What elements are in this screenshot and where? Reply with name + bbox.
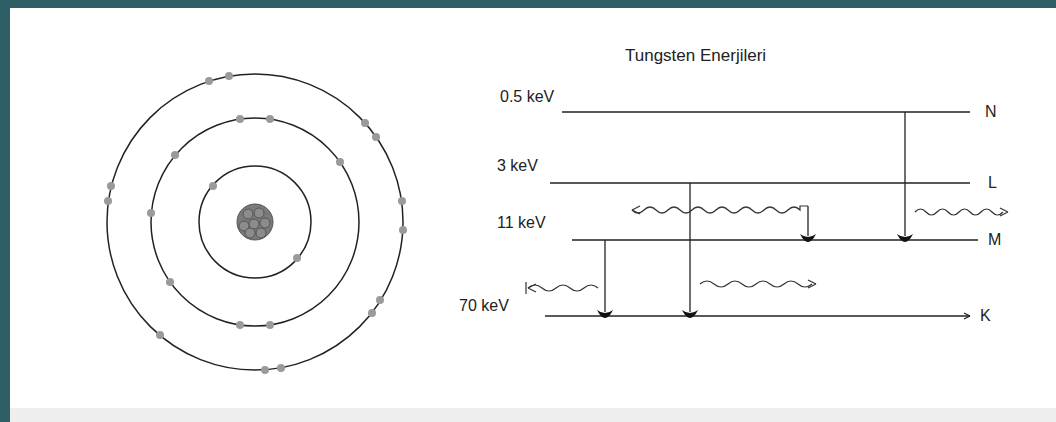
energy-value: 3 keV bbox=[497, 157, 538, 175]
energy-value: 11 keV bbox=[497, 214, 546, 232]
shell-name: N bbox=[985, 103, 997, 121]
electron bbox=[225, 72, 233, 80]
transition-heads bbox=[597, 234, 913, 318]
orbit bbox=[151, 118, 359, 326]
transition-line bbox=[807, 206, 808, 236]
electron bbox=[166, 278, 174, 286]
photon-head bbox=[632, 206, 640, 214]
diagram-title: Tungsten Enerjileri bbox=[625, 47, 766, 66]
electron bbox=[398, 197, 406, 205]
electron bbox=[205, 77, 213, 85]
nucleon bbox=[260, 218, 270, 228]
electron bbox=[104, 197, 112, 205]
transition-head bbox=[897, 234, 913, 242]
frame-shadow bbox=[10, 408, 1056, 422]
frame-bar bbox=[0, 0, 1056, 8]
electron bbox=[266, 321, 274, 329]
nucleon bbox=[249, 219, 259, 229]
nucleon bbox=[254, 208, 264, 218]
transition-head bbox=[597, 310, 613, 318]
nucleon bbox=[245, 228, 255, 238]
photon-wave bbox=[528, 285, 598, 291]
transition-head bbox=[682, 310, 698, 318]
electron bbox=[361, 119, 369, 127]
electron bbox=[236, 115, 244, 123]
orbit bbox=[107, 74, 403, 370]
electron bbox=[266, 115, 274, 123]
photon-head bbox=[526, 282, 536, 294]
transition-line bbox=[604, 240, 605, 312]
electron bbox=[399, 226, 407, 234]
shell-name: L bbox=[988, 174, 997, 192]
energy-value: 0.5 keV bbox=[500, 88, 554, 106]
photon-wave bbox=[632, 206, 808, 213]
frame-bar bbox=[0, 0, 10, 422]
nucleus bbox=[237, 204, 273, 240]
nucleon bbox=[243, 209, 253, 219]
electrons bbox=[104, 72, 407, 374]
electron bbox=[156, 331, 164, 339]
shell-name: K bbox=[980, 307, 991, 325]
electron bbox=[171, 151, 179, 159]
photon-wave bbox=[700, 281, 812, 287]
photon-head bbox=[1000, 208, 1008, 216]
arrow-tip bbox=[964, 313, 970, 319]
level-line bbox=[572, 239, 978, 240]
electron bbox=[336, 158, 344, 166]
nucleon bbox=[256, 228, 266, 238]
orbit bbox=[199, 166, 311, 278]
electron bbox=[236, 321, 244, 329]
electron bbox=[261, 366, 269, 374]
electron bbox=[107, 182, 115, 190]
level-line bbox=[562, 111, 970, 112]
electron bbox=[293, 254, 301, 262]
transition-head bbox=[800, 234, 816, 242]
level-line bbox=[550, 182, 970, 183]
electron bbox=[376, 296, 384, 304]
energy-value: 70 keV bbox=[459, 297, 509, 315]
transition-line bbox=[904, 112, 905, 236]
electron bbox=[147, 209, 155, 217]
energy-levels bbox=[545, 112, 978, 319]
photons bbox=[526, 206, 1008, 294]
transition-line bbox=[689, 183, 690, 312]
electron bbox=[368, 309, 376, 317]
electron bbox=[209, 182, 217, 190]
photon-wave bbox=[915, 209, 1003, 215]
electron bbox=[372, 133, 380, 141]
electron bbox=[277, 364, 285, 372]
transitions bbox=[605, 112, 905, 312]
shell-name: M bbox=[988, 231, 1001, 249]
photon-head bbox=[808, 280, 816, 288]
